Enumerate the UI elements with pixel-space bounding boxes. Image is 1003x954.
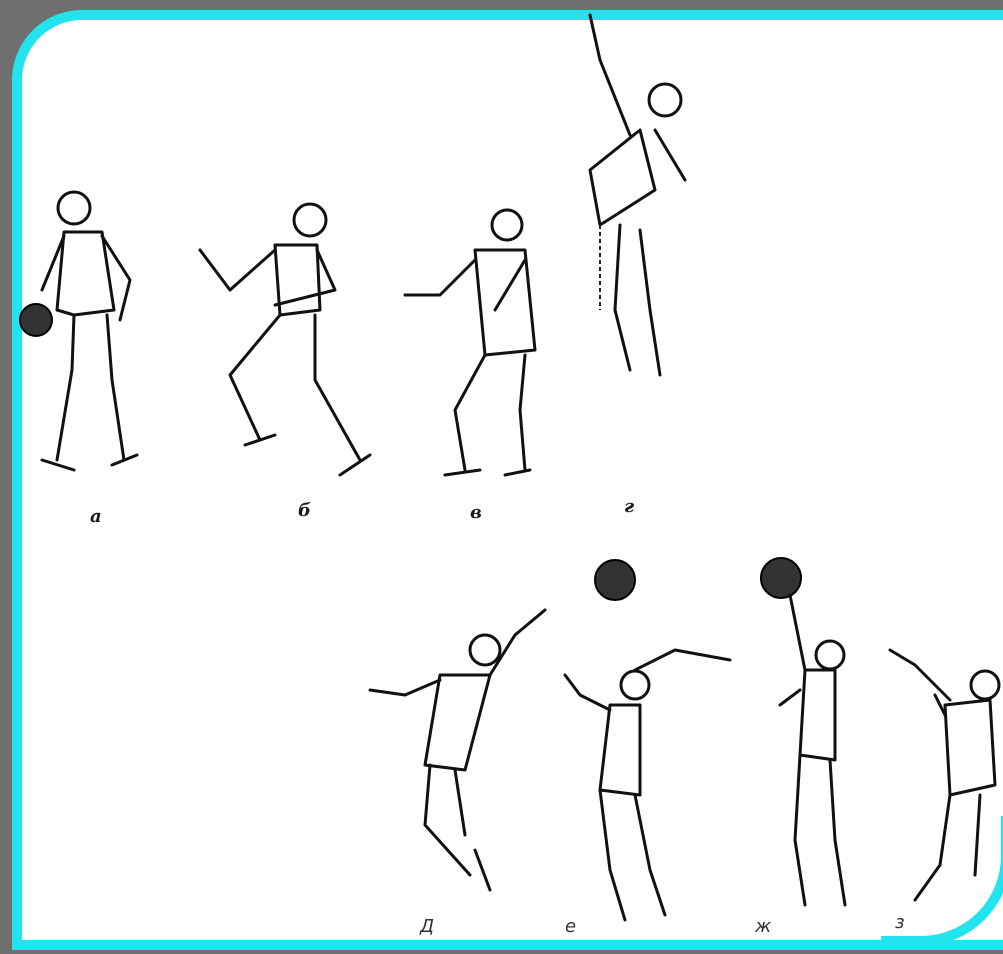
figure-d (365, 605, 555, 905)
label-e: е (565, 916, 576, 937)
label-a: а (90, 506, 102, 527)
figure-v (395, 200, 555, 490)
label-z: з (895, 912, 905, 933)
label-b: б (298, 500, 311, 521)
label-d: Д (420, 916, 434, 937)
figure-e (555, 640, 735, 930)
label-v: в (470, 502, 482, 523)
figure-zh (760, 590, 870, 920)
label-g: г (624, 496, 634, 517)
figure-g (560, 10, 700, 400)
label-zh: ж (755, 916, 771, 937)
figure-a (12, 170, 152, 490)
figure-z (885, 645, 1003, 925)
figure-b (185, 190, 385, 490)
ball-e (590, 555, 640, 605)
